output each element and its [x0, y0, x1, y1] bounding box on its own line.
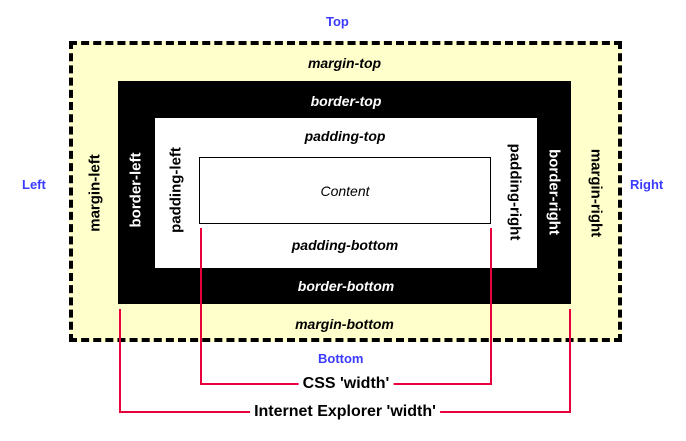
border-top-label: border-top — [310, 93, 382, 109]
css-width-label: CSS 'width' — [298, 375, 394, 393]
side-label-top: Top — [326, 14, 349, 29]
side-label-left: Left — [22, 177, 46, 192]
margin-bottom-label: margin-bottom — [295, 316, 394, 332]
css-width-bracket — [200, 228, 492, 385]
side-label-bottom: Bottom — [318, 351, 364, 366]
content-label: Content — [320, 182, 370, 199]
border-bottom-label: border-bottom — [297, 278, 395, 294]
ie-width-label: Internet Explorer 'width' — [250, 403, 440, 421]
content-box — [199, 157, 491, 224]
ie-width-bracket — [119, 309, 571, 413]
margin-top-label: margin-top — [307, 55, 382, 71]
side-label-right: Right — [630, 177, 664, 192]
padding-bottom-label: padding-bottom — [291, 237, 399, 253]
padding-top-label: padding-top — [304, 128, 386, 144]
